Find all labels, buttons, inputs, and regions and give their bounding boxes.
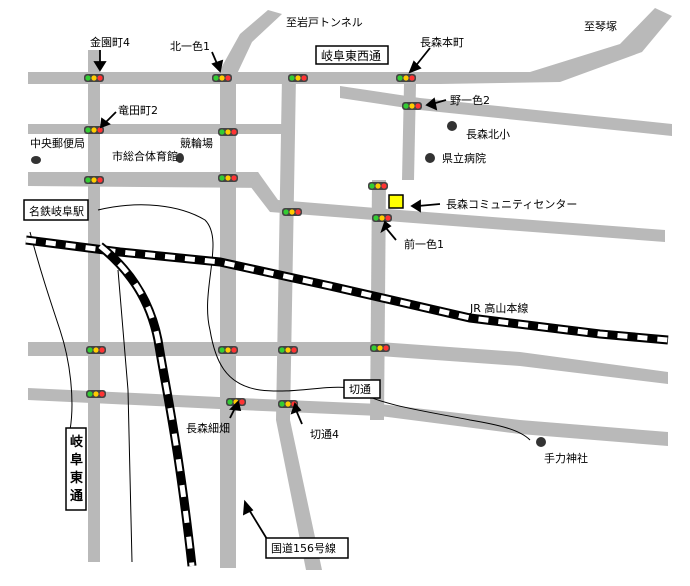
railways — [25, 235, 669, 567]
traffic-signal-icon — [288, 74, 308, 82]
label-kita-isshiki: 北一色1 — [170, 39, 210, 53]
box-gifu-tozai — [315, 45, 389, 65]
traffic-signal-icon — [84, 74, 104, 82]
arrow-hosohata-head — [229, 400, 242, 412]
traffic-signal-icon — [282, 208, 302, 216]
box-kiridori — [343, 379, 381, 399]
arrow-kanazono-head — [93, 61, 107, 72]
road-noisshiki — [340, 86, 672, 136]
arrow-honmachi-head — [408, 60, 422, 74]
label-kiridori-4: 切通4 — [310, 428, 339, 441]
traffic-signal-icon — [368, 182, 388, 190]
arrow-community — [417, 203, 441, 207]
traffic-signal-icon — [402, 102, 422, 110]
traffic-signal-icon — [226, 398, 246, 406]
gym-dot — [176, 153, 184, 163]
road-mae-isshiki — [250, 172, 665, 242]
traffic-signal-icon — [218, 346, 238, 354]
road-route-156 — [220, 10, 282, 568]
arrow-kiridori4 — [295, 409, 303, 425]
label-meitetsu: 名鉄岐阜駅 — [29, 204, 84, 218]
traffic-signals — [84, 74, 422, 408]
label-tunnel: 至岩戸トンネル — [286, 15, 363, 29]
arrow-noisshiki-head — [425, 97, 438, 111]
label-community-center: 長森コミュニティセンター — [446, 197, 577, 211]
label-gifu-tozai: 岐阜東西通 — [321, 49, 381, 63]
boundary-line-west — [29, 231, 73, 431]
line-canal — [117, 269, 133, 563]
thin-lines — [29, 204, 531, 563]
label-nagamori-kitasho: 長森北小 — [466, 127, 510, 141]
label-kotozuka: 至琴塚 — [584, 20, 617, 33]
road-kiridori — [28, 388, 668, 446]
label-noisshiki: 野一色2 — [450, 93, 490, 107]
box-route156 — [265, 537, 349, 559]
traffic-signal-icon — [372, 214, 392, 222]
arrow-community-head — [410, 199, 421, 213]
label-route156: 国道156号線 — [271, 541, 336, 555]
arrow-route156-head — [242, 499, 254, 516]
label-kiridori: 切通 — [349, 383, 371, 396]
box-gifu-higashi — [65, 427, 87, 511]
traffic-signal-icon — [218, 128, 238, 136]
traffic-signal-icon — [218, 174, 238, 182]
label-mae-isshiki: 前一色1 — [404, 237, 444, 251]
traffic-signal-icon — [84, 126, 104, 134]
traffic-signal-icon — [86, 346, 106, 354]
label-jr-takayama: JR 高山本線 — [469, 301, 528, 315]
shrine-dot — [536, 437, 546, 447]
arrow-mae-isshiki-head — [380, 220, 392, 234]
label-tejikara: 手力神社 — [544, 451, 588, 465]
labels: 至岩戸トンネル 至琴塚 金園町4 北一色1 岐阜東西通 長森本町 野一色2 竜田… — [29, 15, 617, 555]
traffic-signal-icon — [86, 390, 106, 398]
traffic-signal-icon — [370, 344, 390, 352]
road-lower-ew — [28, 342, 668, 384]
label-kanazono: 金園町4 — [90, 35, 130, 49]
post-office-dot — [31, 156, 41, 164]
label-gifu-higashi: 岐阜東通 — [70, 434, 84, 504]
label-chuo-post: 中央郵便局 — [30, 137, 85, 150]
label-tatsuta: 竜田町2 — [118, 103, 158, 117]
arrow-kita-isshiki-head — [211, 59, 224, 73]
traffic-signal-icon — [396, 74, 416, 82]
arrows — [93, 47, 447, 545]
arrow-mae-isshiki — [385, 227, 397, 241]
community-center-marker — [388, 194, 404, 209]
rail-jr-takayama-dash — [25, 237, 669, 343]
label-shisogo: 市総合体育館 — [112, 149, 178, 163]
school-dot — [447, 121, 457, 131]
traffic-signal-icon — [84, 176, 104, 184]
traffic-signal-icon — [278, 346, 298, 354]
road-nagamori-honmachi — [402, 84, 416, 180]
arrow-tatsuta-head — [99, 117, 111, 129]
boundary-line-river — [97, 204, 531, 441]
arrow-kiridori4-head — [290, 402, 302, 415]
traffic-signal-icon — [212, 74, 232, 82]
road-tatsuta — [28, 124, 290, 134]
landmarks — [31, 121, 546, 447]
label-keirinjo: 競輪場 — [180, 136, 213, 150]
label-hosohata: 長森細畑 — [186, 421, 230, 435]
label-nagamori-honmachi: 長森本町 — [420, 35, 464, 49]
box-meitetsu — [23, 199, 89, 221]
label-hospital: 県立病院 — [442, 151, 486, 165]
hospital-dot — [425, 153, 435, 163]
road-tunnel — [276, 76, 322, 570]
rail-meitetsu — [97, 242, 197, 567]
